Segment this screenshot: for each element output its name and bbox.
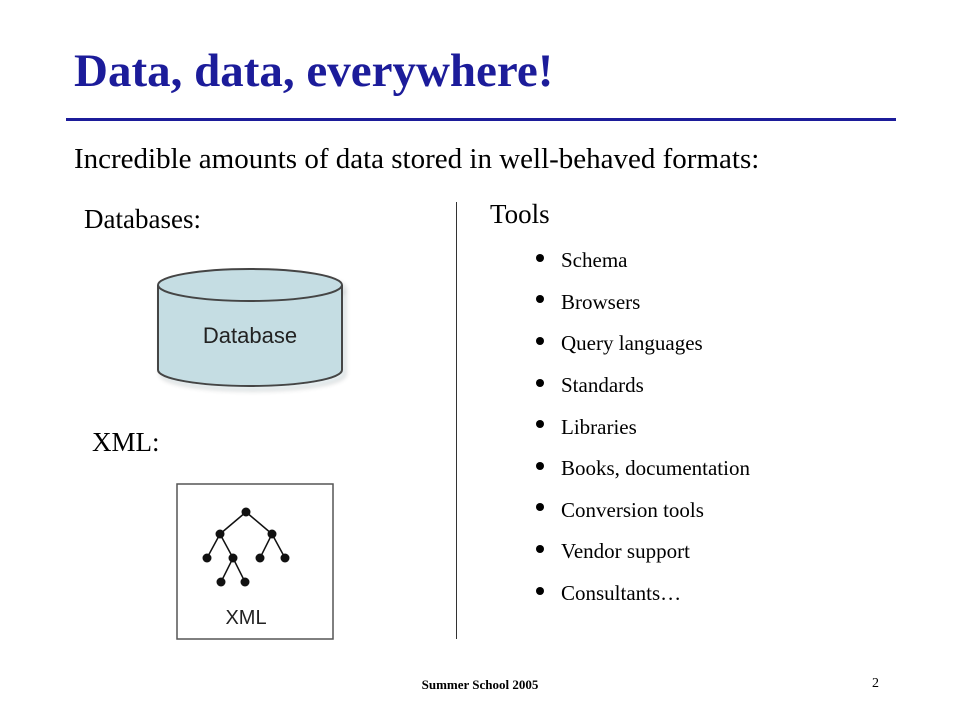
list-item-text: Vendor support xyxy=(561,539,690,564)
list-item: Consultants… xyxy=(536,573,750,615)
xml-tree-icon: XML xyxy=(176,483,334,640)
bullet-icon xyxy=(536,586,544,595)
bullet-icon xyxy=(536,461,544,470)
list-item-text: Query languages xyxy=(561,331,703,356)
slide-title: Data, data, everywhere! xyxy=(74,45,554,97)
list-item-text: Conversion tools xyxy=(561,497,704,522)
list-item: Libraries xyxy=(536,406,750,448)
list-item: Schema xyxy=(536,240,750,282)
databases-label: Databases: xyxy=(84,204,201,234)
list-item: Query languages xyxy=(536,323,750,365)
tools-list: Schema Browsers Query languages Standard… xyxy=(536,240,750,614)
list-item-text: Standards xyxy=(561,373,644,398)
list-item-text: Consultants… xyxy=(561,581,682,606)
list-item: Browsers xyxy=(536,282,750,324)
list-item: Vendor support xyxy=(536,531,750,573)
bullet-icon xyxy=(536,544,544,553)
xml-label: XML: xyxy=(92,427,160,457)
list-item: Books, documentation xyxy=(536,448,750,490)
title-underline xyxy=(66,118,896,121)
list-item-text: Books, documentation xyxy=(561,456,750,481)
bullet-icon xyxy=(536,420,544,429)
list-item-text: Libraries xyxy=(561,414,637,439)
list-item: Standards xyxy=(536,365,750,407)
tools-title: Tools xyxy=(490,199,550,229)
bullet-icon xyxy=(536,378,544,387)
bullet-icon xyxy=(536,295,544,304)
page-number: 2 xyxy=(872,676,879,691)
bullet-icon xyxy=(536,336,544,345)
database-graphic-label: Database xyxy=(203,323,297,348)
bullet-icon xyxy=(536,503,544,512)
bullet-icon xyxy=(536,253,544,262)
column-divider xyxy=(456,202,457,639)
footer-text: Summer School 2005 xyxy=(421,677,539,692)
list-item: Conversion tools xyxy=(536,490,750,532)
list-item-text: Schema xyxy=(561,248,628,273)
list-item-text: Browsers xyxy=(561,289,641,314)
xml-graphic-label: XML xyxy=(225,607,266,629)
database-icon: Database xyxy=(157,268,343,387)
slide-subtitle: Incredible amounts of data stored in wel… xyxy=(74,143,760,175)
